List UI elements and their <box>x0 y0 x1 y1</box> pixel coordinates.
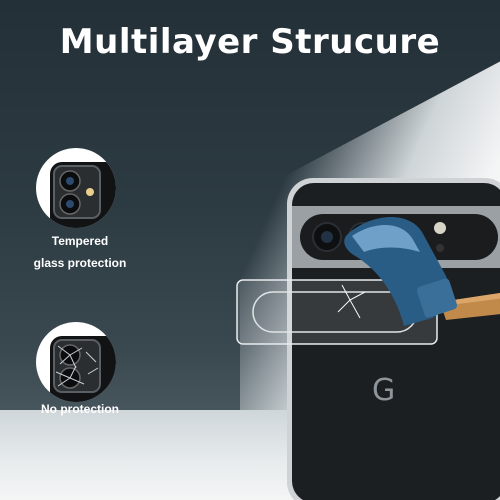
camera-lens-cracked-icon <box>50 336 116 402</box>
headline: Multilayer Strucure <box>59 22 441 62</box>
hammer-illustration <box>344 216 500 326</box>
caption-unprotected: No protection <box>41 402 119 416</box>
feature-protected <box>36 148 116 228</box>
caption-protected-line1: Tempered <box>51 234 109 248</box>
caption-protected-line2: glass protection <box>33 256 127 270</box>
caption-protected: Tempered glass protection <box>20 230 140 274</box>
camera-lens-protected-icon <box>50 162 116 228</box>
phone-logo: G <box>372 373 395 408</box>
feature-unprotected <box>36 322 116 402</box>
